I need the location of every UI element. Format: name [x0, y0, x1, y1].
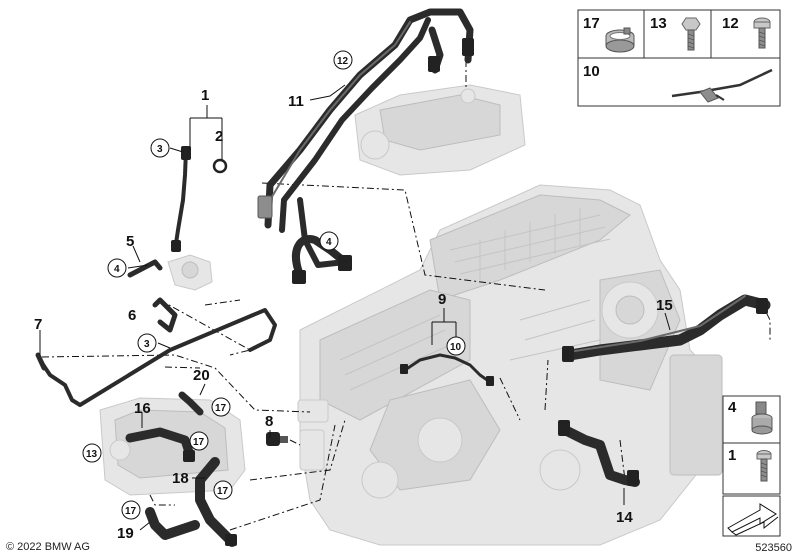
callout-16: 16	[134, 400, 151, 417]
legend-panel-right: 4 1	[722, 395, 781, 495]
direction-arrow-icon	[722, 495, 781, 537]
callout-4-left: 4	[114, 264, 120, 275]
callout-14: 14	[616, 509, 633, 526]
coolant-hose-20[interactable]	[178, 391, 204, 416]
callout-12: 12	[337, 56, 349, 67]
diagram-number: 523560	[755, 542, 792, 554]
callout-13: 13	[86, 449, 98, 460]
egr-module-illustration	[354, 84, 526, 176]
coolant-hose-19[interactable]	[145, 507, 200, 540]
hose-clip-icon	[751, 401, 773, 435]
callout-19: 19	[117, 525, 134, 542]
legend-item-12: 12	[722, 15, 739, 32]
legend-item-10: 10	[583, 63, 600, 80]
screw-icon	[756, 450, 772, 482]
callouts: 1 2 3 5 4 6 7 3 4 11 12 9 10 15 14 8 20 …	[34, 50, 673, 542]
torx-screw-icon	[753, 17, 771, 49]
assembly-lines	[41, 60, 771, 531]
coolant-line-11[interactable]	[257, 8, 474, 284]
legend-item-17: 17	[583, 15, 600, 32]
callout-10: 10	[450, 342, 462, 353]
callout-15: 15	[656, 297, 673, 314]
callout-1: 1	[201, 87, 209, 104]
callout-17-d: 17	[125, 506, 137, 517]
callout-9: 9	[438, 291, 446, 308]
callout-3-mid: 3	[144, 339, 150, 350]
coolant-line-9[interactable]	[400, 353, 494, 386]
callout-17-c: 17	[217, 486, 229, 497]
callout-5: 5	[126, 233, 134, 250]
coolant-hose-14[interactable]	[558, 420, 640, 487]
valve-illustration	[167, 254, 213, 291]
bracket-6[interactable]	[152, 297, 178, 333]
legend-item-1: 1	[728, 447, 736, 464]
clip-5[interactable]	[127, 259, 163, 278]
coolant-pipe-7[interactable]	[35, 308, 277, 407]
cable-tie-icon	[671, 68, 773, 103]
legend-panel-top: 17 13 12 10	[577, 9, 781, 107]
hex-bolt-icon	[681, 17, 701, 51]
callout-4-mid: 4	[326, 237, 332, 248]
plug-8[interactable]	[266, 432, 288, 446]
legend-item-4: 4	[728, 399, 737, 416]
callout-17-a: 17	[215, 403, 227, 414]
coolant-pipe-1[interactable]	[171, 146, 228, 252]
callout-11: 11	[288, 93, 304, 110]
copyright-text: © 2022 BMW AG	[6, 541, 90, 553]
callout-18: 18	[172, 470, 189, 487]
callout-7: 7	[34, 316, 42, 333]
callout-2: 2	[215, 128, 223, 145]
callout-6: 6	[128, 307, 136, 324]
callout-8: 8	[265, 413, 273, 430]
callout-17-b: 17	[193, 437, 205, 448]
coolant-hose-16[interactable]	[125, 427, 195, 462]
coolant-hose-18[interactable]	[195, 457, 237, 547]
hose-clamp-icon	[605, 27, 635, 53]
legend-item-13: 13	[650, 15, 667, 32]
coolant-hose-15[interactable]	[562, 294, 771, 362]
engine-block-illustration	[297, 184, 723, 546]
callout-3-top: 3	[157, 144, 163, 155]
callout-20: 20	[193, 367, 210, 384]
callout-leaders	[39, 84, 671, 531]
